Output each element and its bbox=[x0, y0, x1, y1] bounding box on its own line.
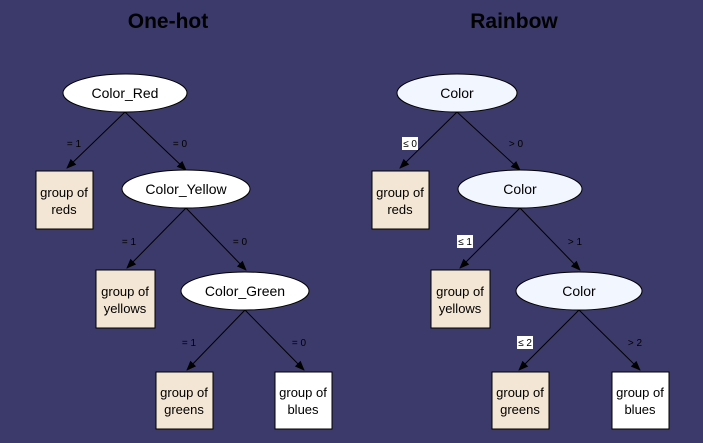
onehot-node-root-label: Color_Red bbox=[92, 85, 159, 101]
rainbow-node-low bbox=[515, 271, 643, 311]
rainbow-edge-label-low-left-bg bbox=[517, 336, 533, 349]
onehot-edge-label-low-right: = 0 bbox=[292, 338, 307, 349]
rainbow-edge-root-right bbox=[456, 111, 521, 171]
onehot-node-root bbox=[62, 73, 188, 113]
rainbow-node-root-label: Color bbox=[440, 85, 474, 101]
onehot-edge-root-left bbox=[66, 111, 126, 169]
rainbow-leaf-reds-line1: group of bbox=[376, 185, 424, 200]
onehot-leaf-blues bbox=[274, 371, 333, 430]
rainbow-leaf-blues-line1: group of bbox=[616, 385, 664, 400]
onehot-leaf-yellows-line2: yellows bbox=[104, 301, 147, 316]
onehot-leaf-reds-line1: group of bbox=[40, 185, 88, 200]
onehot-leaf-blues-line1: group of bbox=[279, 385, 327, 400]
onehot-leaf-greens bbox=[155, 371, 214, 430]
onehot-edge-label-low-left: = 1 bbox=[182, 338, 197, 349]
onehot-leaf-greens-line2: greens bbox=[164, 402, 204, 417]
rainbow-edge-label-low-left: ≤ 2 bbox=[518, 338, 532, 349]
rainbow-edge-mid-left bbox=[459, 207, 521, 269]
rainbow-leaf-greens-line1: group of bbox=[496, 385, 544, 400]
onehot-node-low-label: Color_Green bbox=[205, 283, 285, 299]
onehot-edge-low-left bbox=[186, 309, 246, 371]
rainbow-leaf-blues-line2: blues bbox=[624, 402, 656, 417]
rainbow-leaf-yellows-line2: yellows bbox=[439, 301, 482, 316]
onehot-edge-label-mid-right: = 0 bbox=[233, 237, 248, 248]
rainbow-edge-label-mid-left: ≤ 1 bbox=[458, 237, 472, 248]
rainbow-leaf-yellows-line1: group of bbox=[436, 284, 484, 299]
onehot-leaf-greens-line1: group of bbox=[160, 385, 208, 400]
onehot-node-mid-label: Color_Yellow bbox=[145, 181, 227, 197]
onehot-node-mid bbox=[121, 169, 251, 209]
rainbow-edge-mid-right bbox=[519, 207, 581, 271]
rainbow-node-mid-label: Color bbox=[503, 181, 537, 197]
rainbow-leaf-blues bbox=[611, 371, 670, 430]
rainbow-title: Rainbow bbox=[470, 10, 558, 33]
rainbow-node-root bbox=[396, 73, 518, 113]
rainbow-leaf-greens bbox=[491, 371, 550, 430]
onehot-edge-low-right bbox=[244, 309, 305, 371]
onehot-leaf-reds-line2: reds bbox=[51, 202, 77, 217]
rainbow-leaf-yellows bbox=[430, 269, 491, 329]
rainbow-edge-label-root-left: ≤ 0 bbox=[403, 139, 417, 150]
rainbow-edge-label-root-left-bg bbox=[402, 137, 418, 150]
onehot-edge-label-mid-left: = 1 bbox=[122, 237, 137, 248]
rainbow-leaf-reds-line2: reds bbox=[387, 202, 413, 217]
rainbow-edge-label-mid-right: > 1 bbox=[568, 237, 583, 248]
onehot-leaf-yellows-line1: group of bbox=[101, 284, 149, 299]
rainbow-leaf-reds bbox=[371, 170, 430, 230]
rainbow-edge-label-root-right: > 0 bbox=[509, 139, 524, 150]
rainbow-tree: Rainbow ≤ 0 > 0 ≤ 1 > 1 ≤ 2 > 2 Color Co… bbox=[371, 10, 670, 430]
onehot-node-low bbox=[180, 271, 310, 311]
rainbow-edge-low-right bbox=[578, 309, 641, 371]
onehot-leaf-blues-line2: blues bbox=[287, 402, 319, 417]
rainbow-node-low-label: Color bbox=[562, 283, 596, 299]
rainbow-edge-low-left bbox=[518, 309, 580, 371]
onehot-edge-mid-left bbox=[126, 207, 187, 269]
rainbow-edge-root-left bbox=[399, 111, 458, 169]
onehot-edge-label-root-left: = 1 bbox=[67, 139, 82, 150]
rainbow-edge-label-mid-left-bg bbox=[457, 235, 473, 248]
rainbow-leaf-greens-line2: greens bbox=[500, 402, 540, 417]
onehot-edge-label-root-right: = 0 bbox=[173, 139, 188, 150]
onehot-leaf-yellows bbox=[95, 269, 156, 329]
rainbow-edge-label-low-right: > 2 bbox=[628, 338, 643, 349]
onehot-edge-root-right bbox=[124, 111, 187, 171]
onehot-tree: One-hot = 1 = 0 = 1 = 0 = 1 = 0 Color_Re… bbox=[35, 10, 333, 430]
onehot-title: One-hot bbox=[128, 10, 208, 33]
onehot-edge-mid-right bbox=[185, 207, 247, 271]
rainbow-node-mid bbox=[457, 169, 583, 209]
onehot-leaf-reds bbox=[35, 170, 94, 230]
